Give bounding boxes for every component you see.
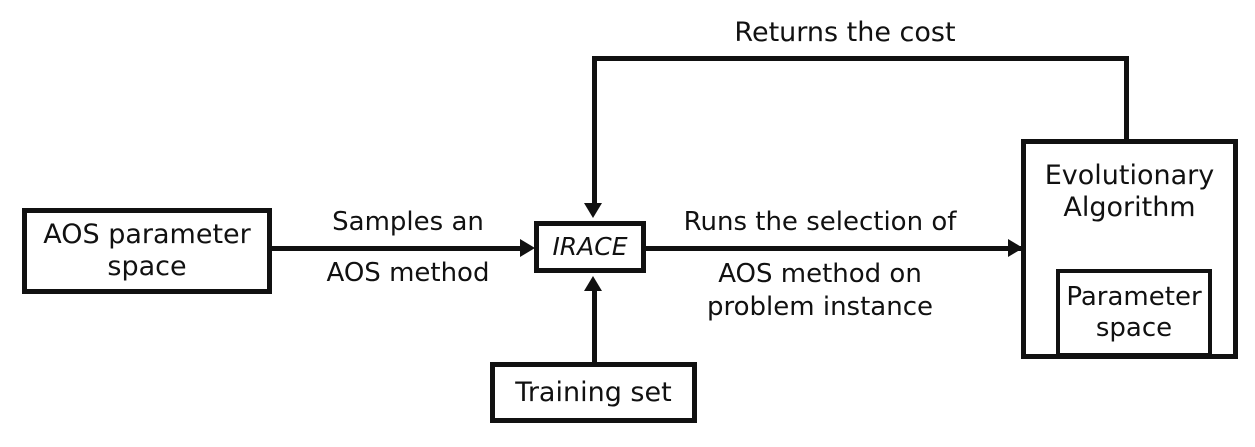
edge-label-returns-the-cost: Returns the cost <box>734 17 956 48</box>
edge-label-runs-the-selection-of: Runs the selection of <box>683 207 957 237</box>
node-parameter-space: Parameter space <box>1056 269 1212 357</box>
node-irace: IRACE <box>534 221 646 273</box>
edge-aos-to-irace-arrowhead-icon <box>520 239 535 257</box>
node-training-set: Training set <box>490 362 697 423</box>
edge-training-to-irace-arrowhead-icon <box>584 276 602 291</box>
edge-feedback-vertical-right <box>1124 58 1129 142</box>
node-irace-label: IRACE <box>552 232 628 262</box>
node-aos-parameter-space-label: AOS parameter space <box>43 219 251 282</box>
node-parameter-space-label: Parameter space <box>1066 282 1202 343</box>
node-training-set-label: Training set <box>515 376 672 408</box>
edge-aos-to-irace-line <box>270 246 522 251</box>
edge-irace-to-ea-line <box>645 246 1025 251</box>
edge-feedback-vertical-left <box>592 58 597 206</box>
edge-feedback-horizontal-top <box>592 56 1129 61</box>
edge-feedback-arrowhead-icon <box>584 203 602 218</box>
edge-irace-to-ea-arrowhead-icon <box>1008 239 1023 257</box>
node-evolutionary-algorithm-label: Evolutionary Algorithm <box>1044 160 1215 224</box>
edge-label-aos-method: AOS method <box>326 258 490 288</box>
node-aos-parameter-space: AOS parameter space <box>22 208 272 294</box>
edge-label-samples-an: Samples an <box>332 207 484 237</box>
node-evolutionary-algorithm: Evolutionary Algorithm Parameter space <box>1021 139 1238 359</box>
edge-training-to-irace-line <box>592 290 597 364</box>
edge-label-aos-method-on-problem-instance: AOS method on problem instance <box>707 259 933 323</box>
